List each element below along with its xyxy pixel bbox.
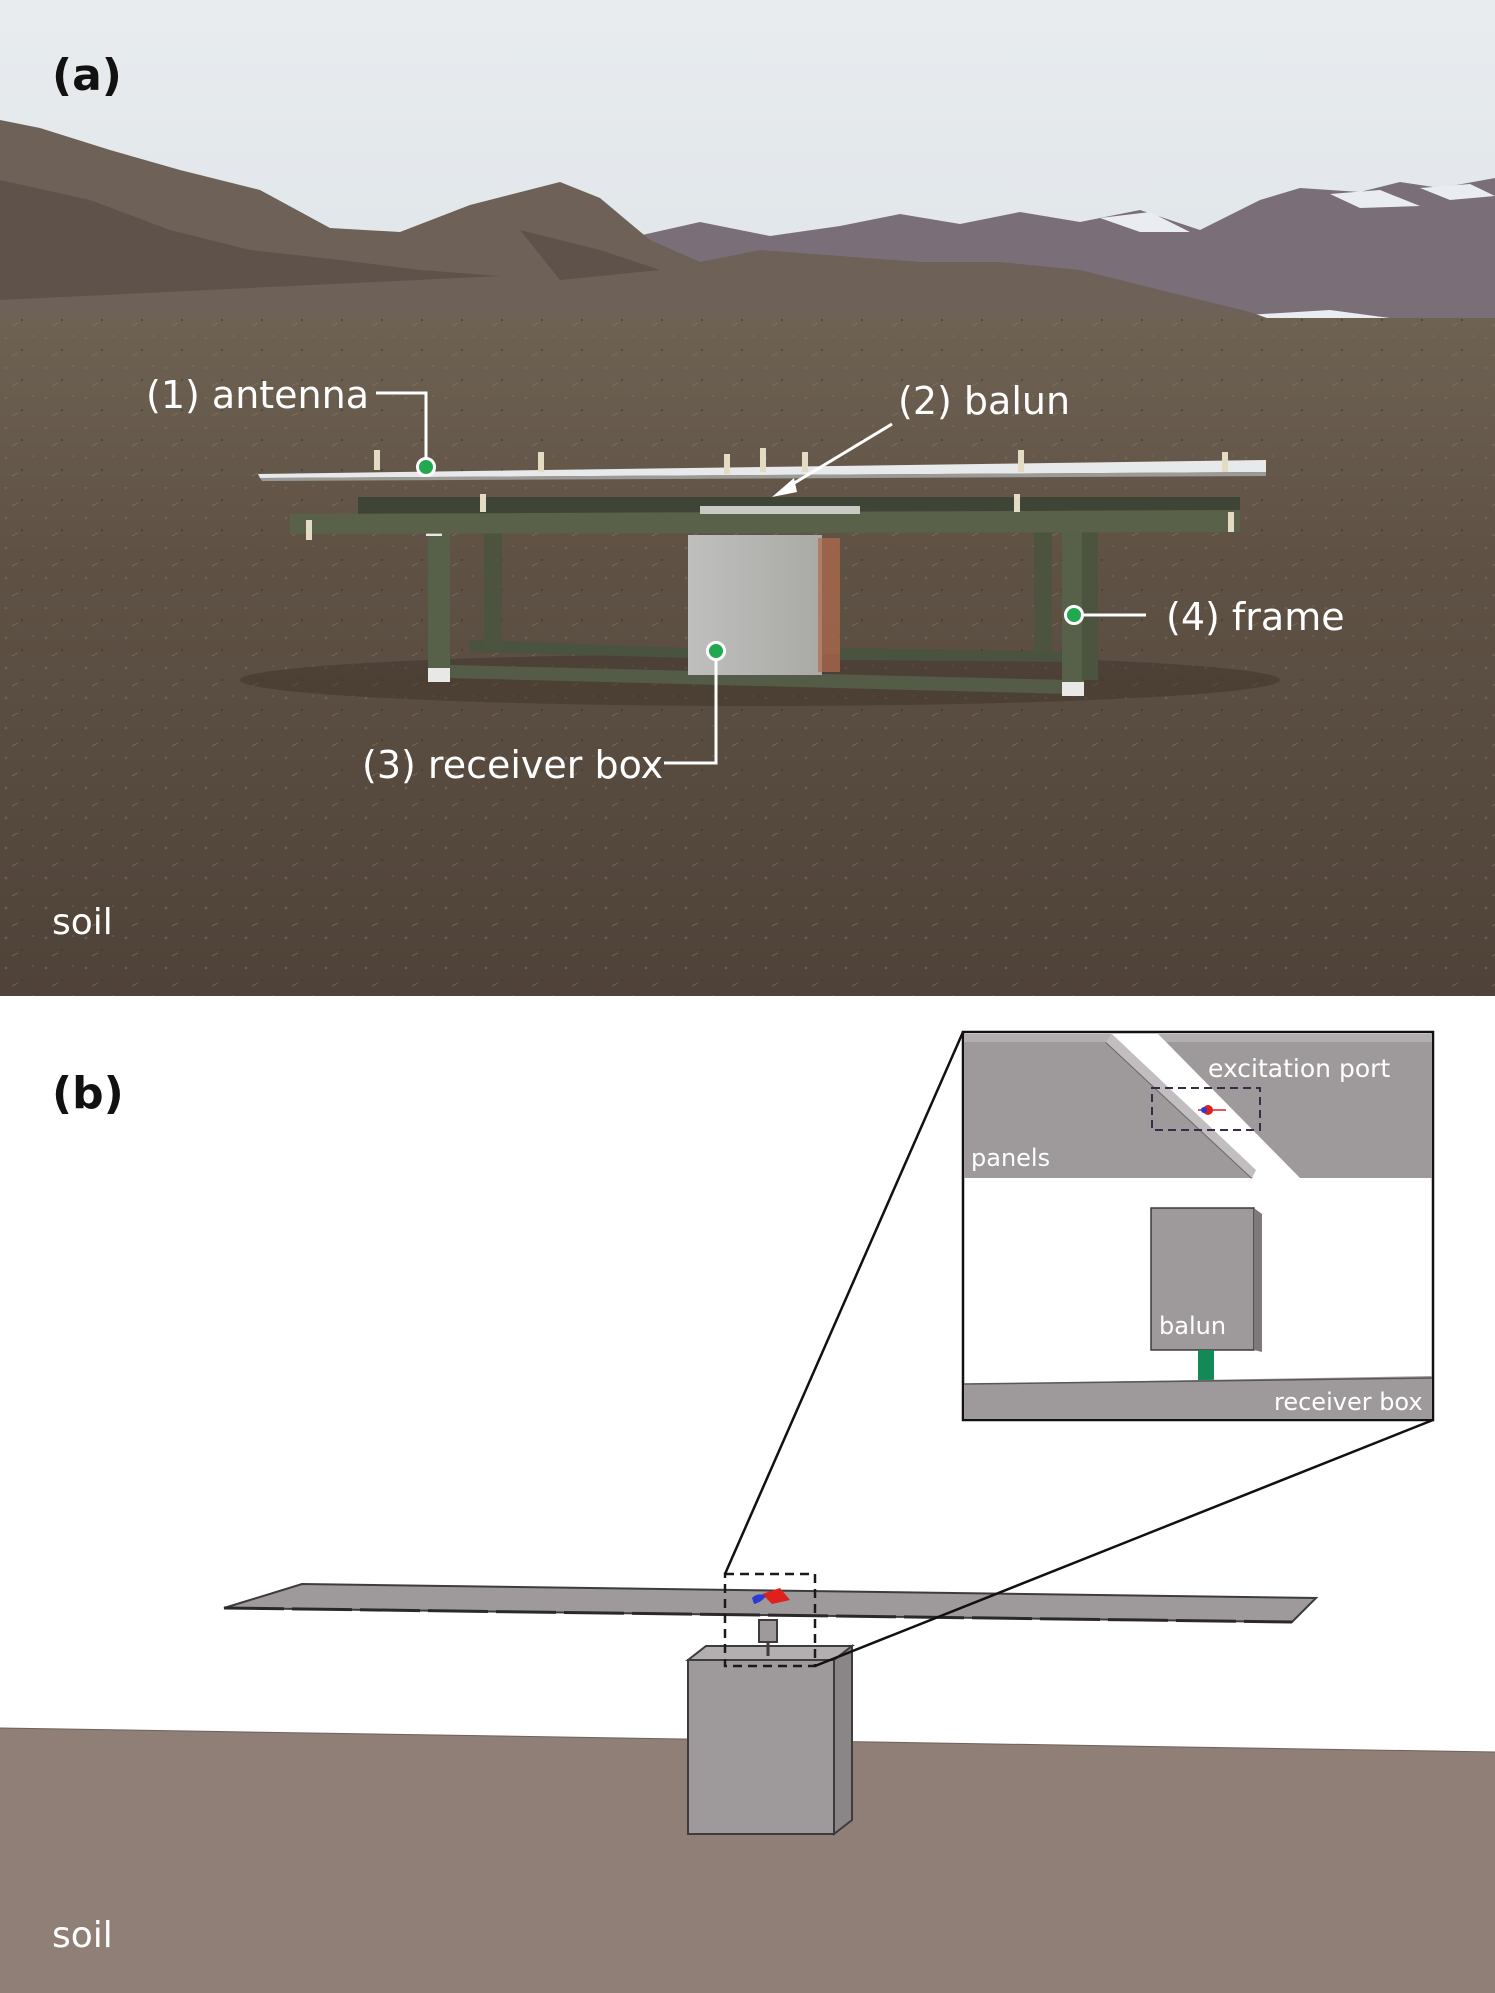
- frame-leg-mid-right: [1082, 520, 1098, 680]
- label-balun: (2) balun: [898, 379, 1070, 423]
- frame-top-rail-front: [290, 510, 1240, 534]
- snow-patches: [1100, 184, 1495, 326]
- inset-panel-right: [1166, 1042, 1432, 1178]
- inset-receiver-box-edge: [963, 1377, 1433, 1385]
- inset-panel-left-top: [964, 1034, 1112, 1042]
- label-soil-a: soil: [52, 902, 113, 943]
- panel-a-letter: (a): [52, 50, 122, 101]
- inset-label-excitation-port: excitation port: [1208, 1054, 1390, 1083]
- inset-panel-right-top: [1158, 1034, 1432, 1042]
- frame-leg-back-right: [1034, 512, 1052, 652]
- frame-top-rail-inner: [700, 506, 860, 514]
- zoom-region-box: [723, 1572, 817, 1668]
- label-frame: (4) frame: [1166, 595, 1345, 639]
- inset-panel-left-bevel: [1106, 1034, 1256, 1178]
- panel-b-letter: (b): [52, 1068, 124, 1119]
- frame-leg-front-left: [428, 520, 450, 682]
- receiver-box-side: [818, 538, 840, 672]
- marker-frame: [1064, 605, 1084, 625]
- label-antenna: (1) antenna: [146, 373, 369, 417]
- marker-receiver-box: [706, 641, 726, 661]
- inset-receiver-box: [964, 1376, 1432, 1419]
- inset-panel-left: [964, 1042, 1252, 1178]
- model-receiver-box-side: [833, 1643, 853, 1837]
- frame-leg-back-left: [484, 510, 502, 650]
- inset-balun-feed: [1198, 1350, 1214, 1380]
- inset-port-blue: [1201, 1107, 1207, 1113]
- frame-bottom-rail: [450, 665, 1070, 694]
- model-port-blue: [752, 1594, 766, 1604]
- frame-leg-front-right: [1062, 514, 1084, 694]
- arrowhead-balun: [772, 478, 797, 497]
- label-soil-b: soil: [52, 1915, 113, 1956]
- leader-antenna: [376, 391, 428, 466]
- zoom-line-left: [723, 1031, 965, 1575]
- frame-bottom-rail-back: [470, 640, 690, 658]
- inset-label-panels: panels: [971, 1144, 1050, 1172]
- model-receiver-box-top: [685, 1645, 855, 1661]
- frame-bottom-rail-back-right: [840, 648, 1070, 662]
- model-balun: [758, 1619, 778, 1643]
- inset-label-receiver-box: receiver box: [1274, 1388, 1423, 1416]
- zoom-line-right: [814, 1418, 1434, 1668]
- leader-balun: [785, 422, 893, 490]
- marker-dots: [416, 457, 1084, 661]
- tape-corner: [428, 668, 450, 682]
- inset-balun-side: [1254, 1208, 1262, 1352]
- inset-excitation-box: [1151, 1087, 1261, 1131]
- antenna-standoffs: [306, 448, 1234, 540]
- inset: excitation port panels balun receiver bo…: [961, 1030, 1435, 1422]
- antenna-sheet-edge: [260, 472, 1266, 481]
- model-receiver-box-front: [687, 1659, 835, 1835]
- leader-lines: [376, 391, 1146, 765]
- panel-b-model: excitation port panels balun receiver bo…: [0, 1030, 1495, 1993]
- marker-antenna: [416, 457, 436, 477]
- model-port-red: [762, 1588, 790, 1604]
- panel-a-photo: (a) (1) antenna (2) balun (3) receiver b…: [0, 0, 1495, 996]
- inset-label-balun: balun: [1159, 1312, 1226, 1340]
- model-soil: [0, 1728, 1495, 1993]
- label-receiver-box: (3) receiver box: [362, 743, 663, 787]
- tape-corner: [1062, 682, 1084, 696]
- leader-receiver-box: [664, 652, 718, 765]
- model-antenna-front-edge: [223, 1606, 1293, 1624]
- mountain-shadow: [0, 180, 660, 300]
